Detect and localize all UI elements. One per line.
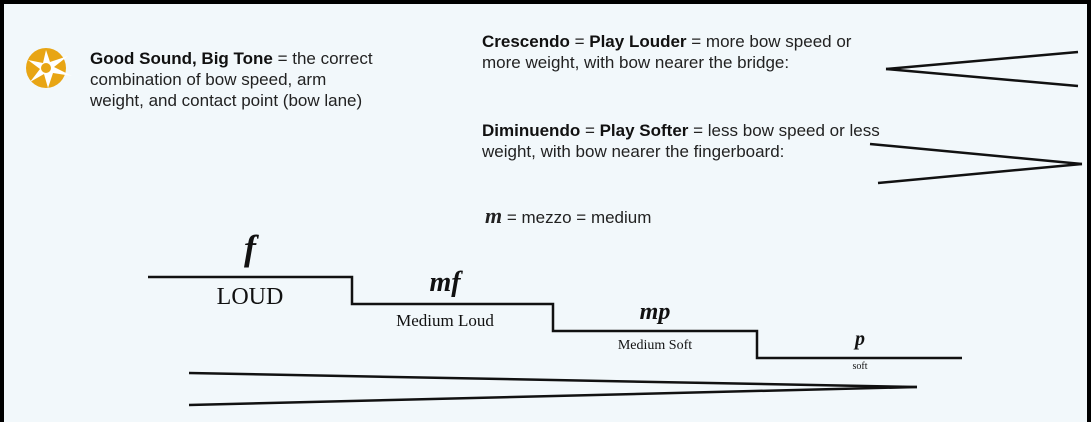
diminuendo-description: Diminuendo = Play Softer = less bow spee… <box>482 120 992 162</box>
diminuendo-hairpin <box>869 142 1083 185</box>
bottom-diminuendo-hairpin <box>188 371 918 407</box>
dynamic-f-symbol: f <box>244 228 256 268</box>
good-sound-title: Good Sound, Big Tone <box>90 49 273 68</box>
diminuendo-rest-line1: = less bow speed or less <box>688 121 880 140</box>
sparkle-star-icon <box>26 48 72 88</box>
good-sound-description: Good Sound, Big Tone = the correct combi… <box>90 48 450 111</box>
good-sound-rest-line1: = the correct <box>272 49 373 68</box>
mezzo-text: = mezzo = medium <box>502 208 652 227</box>
crescendo-hairpin <box>885 50 1079 88</box>
dynamic-mp-symbol: mp <box>639 299 671 325</box>
diminuendo-equals: = <box>580 121 600 140</box>
dynamics-staircase <box>148 275 962 360</box>
dynamic-mf-symbol: mf <box>429 267 461 298</box>
diminuendo-term: Diminuendo <box>482 121 581 140</box>
good-sound-line3: weight, and contact point (bow lane) <box>90 91 363 110</box>
crescendo-description: Crescendo = Play Louder = more bow speed… <box>482 31 952 73</box>
diminuendo-line2: weight, with bow nearer the fingerboard: <box>482 142 785 161</box>
dynamic-mf-label: Medium Loud <box>396 311 494 330</box>
crescendo-term: Crescendo <box>482 32 570 51</box>
dynamic-p-symbol: p <box>855 328 865 350</box>
crescendo-line2: more weight, with bow nearer the bridge: <box>482 53 790 72</box>
crescendo-meaning: Play Louder <box>589 32 687 51</box>
dynamic-mp-label: Medium Soft <box>617 338 693 353</box>
dynamic-f-label: LOUD <box>216 284 284 310</box>
mezzo-symbol: m <box>485 203 503 228</box>
diminuendo-meaning: Play Softer <box>599 121 689 140</box>
dynamic-p-label: soft <box>852 361 868 372</box>
crescendo-equals: = <box>569 32 590 51</box>
good-sound-line2: combination of bow speed, arm <box>90 70 327 89</box>
mezzo-definition: m = mezzo = medium <box>485 205 785 228</box>
crescendo-rest-line1: = more bow speed or <box>686 32 852 51</box>
